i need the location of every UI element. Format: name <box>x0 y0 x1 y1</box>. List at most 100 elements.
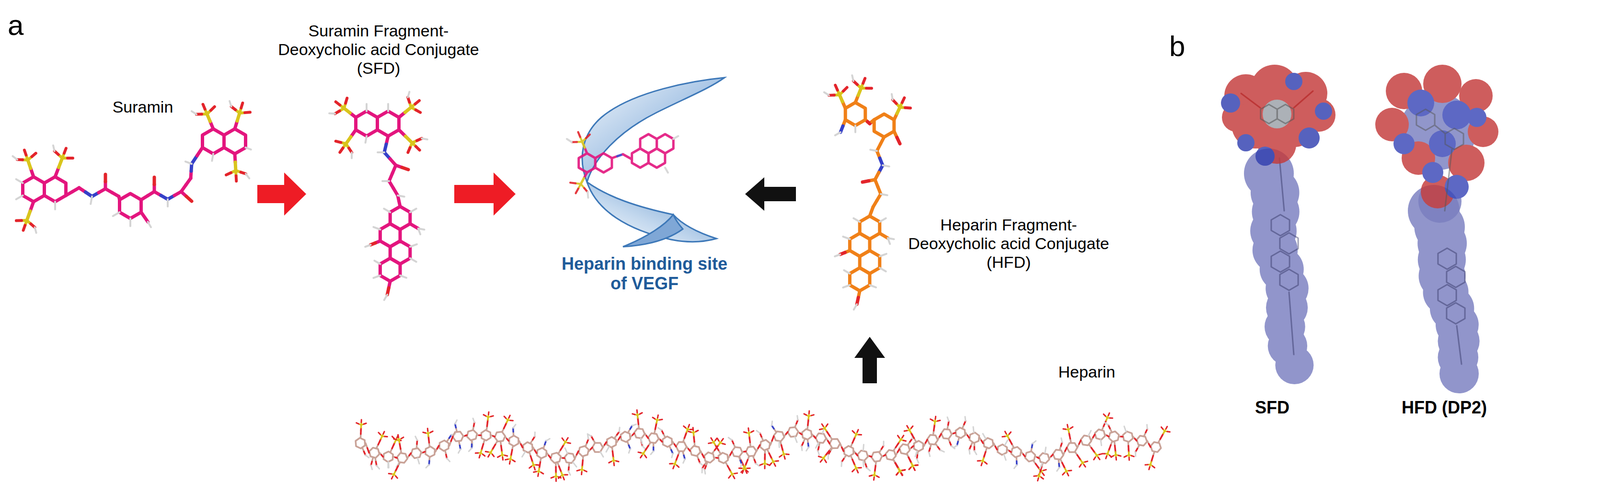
bond-stick <box>487 412 490 415</box>
bond-stick <box>721 438 724 441</box>
bond-stick <box>1042 473 1045 476</box>
bond-stick <box>669 462 672 465</box>
bond-stick <box>508 415 510 418</box>
bond-stick <box>632 433 635 436</box>
ring <box>773 431 785 442</box>
ring <box>913 440 923 452</box>
bond-stick <box>1293 91 1313 108</box>
bond-stick <box>915 464 918 466</box>
bond-stick <box>925 439 928 444</box>
bond-stick <box>335 141 342 143</box>
bond-stick <box>423 451 426 453</box>
bond-stick <box>455 420 458 425</box>
bond-stick <box>715 438 717 441</box>
bond-stick <box>717 438 719 441</box>
bond-stick <box>909 467 911 470</box>
surface-head <box>1220 64 1336 166</box>
bond-stick <box>853 304 858 310</box>
ring <box>1081 435 1092 446</box>
bond-stick <box>794 437 797 443</box>
bond-stick <box>738 467 742 470</box>
bond-stick <box>402 167 409 171</box>
bond-stick <box>779 455 782 458</box>
ring <box>1052 449 1064 460</box>
bond-stick <box>863 78 865 84</box>
bond-stick <box>407 92 410 98</box>
ring <box>550 452 561 463</box>
bond-stick <box>665 167 668 173</box>
ring <box>983 437 994 449</box>
ring <box>1136 436 1148 447</box>
bond-stick <box>909 467 911 470</box>
bond-stick <box>437 445 439 449</box>
bond-stick <box>826 424 828 427</box>
bond-stick <box>244 110 251 115</box>
bond-stick <box>1079 440 1082 444</box>
bond-stick <box>841 447 844 452</box>
ring <box>1446 302 1465 324</box>
bond-stick <box>1093 434 1095 438</box>
bond-stick <box>575 188 579 194</box>
bond-stick <box>1043 469 1047 471</box>
ring <box>969 432 979 444</box>
bond-stick <box>211 153 214 162</box>
label-anchor: a <box>7 8 51 42</box>
bond-stick <box>152 177 157 185</box>
bond-stick <box>1103 414 1106 416</box>
bond-stick <box>1061 437 1063 443</box>
bond-stick <box>880 194 888 196</box>
bond-stick <box>1134 438 1137 441</box>
ring <box>718 452 728 464</box>
bond-stick <box>1109 417 1113 419</box>
bond-stick <box>887 238 890 244</box>
bond-stick <box>90 196 93 205</box>
bond-stick <box>370 465 372 470</box>
bond-stick <box>1067 424 1068 427</box>
bond-stick <box>824 92 829 96</box>
bond-stick <box>775 460 779 462</box>
bond-stick <box>820 460 822 462</box>
bond-stick <box>891 93 893 100</box>
bond-stick <box>1167 430 1170 433</box>
bond-stick <box>857 470 859 473</box>
ring <box>690 446 701 457</box>
bond-stick <box>973 426 974 433</box>
bond-stick <box>702 454 705 458</box>
bond-stick <box>58 158 63 168</box>
bond-stick <box>410 258 417 263</box>
ring <box>1271 251 1290 273</box>
bond-stick <box>1057 467 1060 472</box>
bond-stick <box>677 465 680 468</box>
bond-stick <box>819 428 822 430</box>
bond-stick <box>415 109 421 113</box>
bond-stick <box>683 425 686 428</box>
bond-stick <box>113 212 120 217</box>
ring <box>466 430 477 441</box>
ring <box>1150 442 1162 453</box>
bond-stick <box>763 465 766 469</box>
bond-stick <box>866 86 872 90</box>
bond-stick <box>638 452 641 453</box>
bond-stick <box>534 450 537 454</box>
bond-stick <box>468 448 472 452</box>
bond-stick <box>646 436 649 439</box>
bond-stick <box>673 136 679 139</box>
ring <box>746 446 757 457</box>
bond-stick <box>818 456 821 458</box>
bond-stick <box>897 435 899 438</box>
bond-stick <box>409 453 412 456</box>
bond-stick <box>395 457 398 459</box>
bond-stick <box>1093 457 1096 461</box>
bond-stick <box>383 208 391 213</box>
bond-stick <box>1063 428 1066 431</box>
bond-stick <box>464 435 467 436</box>
bond-stick <box>587 192 588 198</box>
panel-letter: a <box>7 8 51 42</box>
bond-stick <box>1124 426 1127 432</box>
bond-stick <box>953 432 956 434</box>
bond-stick <box>1456 325 1462 365</box>
bond-stick <box>863 444 864 451</box>
bond-stick <box>381 454 384 457</box>
